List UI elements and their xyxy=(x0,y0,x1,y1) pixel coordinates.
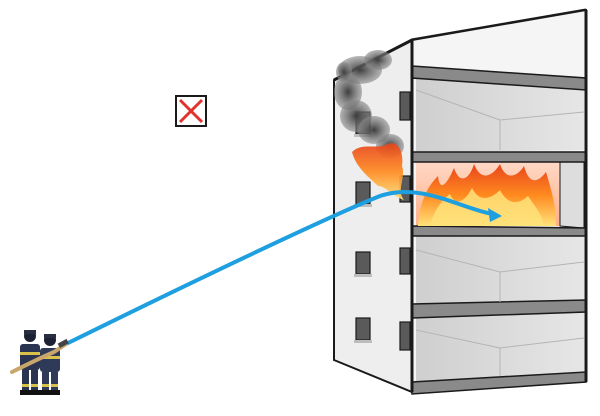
window xyxy=(399,321,411,351)
window xyxy=(355,317,371,341)
water-stream-arrowhead xyxy=(488,208,502,222)
floor-1-room xyxy=(416,312,584,382)
burning-room-side xyxy=(559,155,585,229)
firefighter-2 xyxy=(40,334,60,395)
x-box-icon xyxy=(175,95,207,127)
window xyxy=(355,251,371,275)
interior-perspective-lines xyxy=(415,89,585,376)
floor-slab xyxy=(411,151,587,163)
floor-4-room xyxy=(416,76,584,152)
fire-hose xyxy=(10,342,68,374)
hose-nozzle xyxy=(57,338,69,348)
floor-2-room xyxy=(416,232,584,306)
fire xyxy=(352,143,556,226)
window xyxy=(399,247,411,275)
firefighter-icon xyxy=(10,330,69,395)
smoke-plume xyxy=(334,50,404,158)
floor-slab xyxy=(411,225,587,237)
building xyxy=(333,8,588,395)
window-flame xyxy=(352,143,404,200)
water-stream xyxy=(64,190,494,346)
window xyxy=(399,91,411,121)
